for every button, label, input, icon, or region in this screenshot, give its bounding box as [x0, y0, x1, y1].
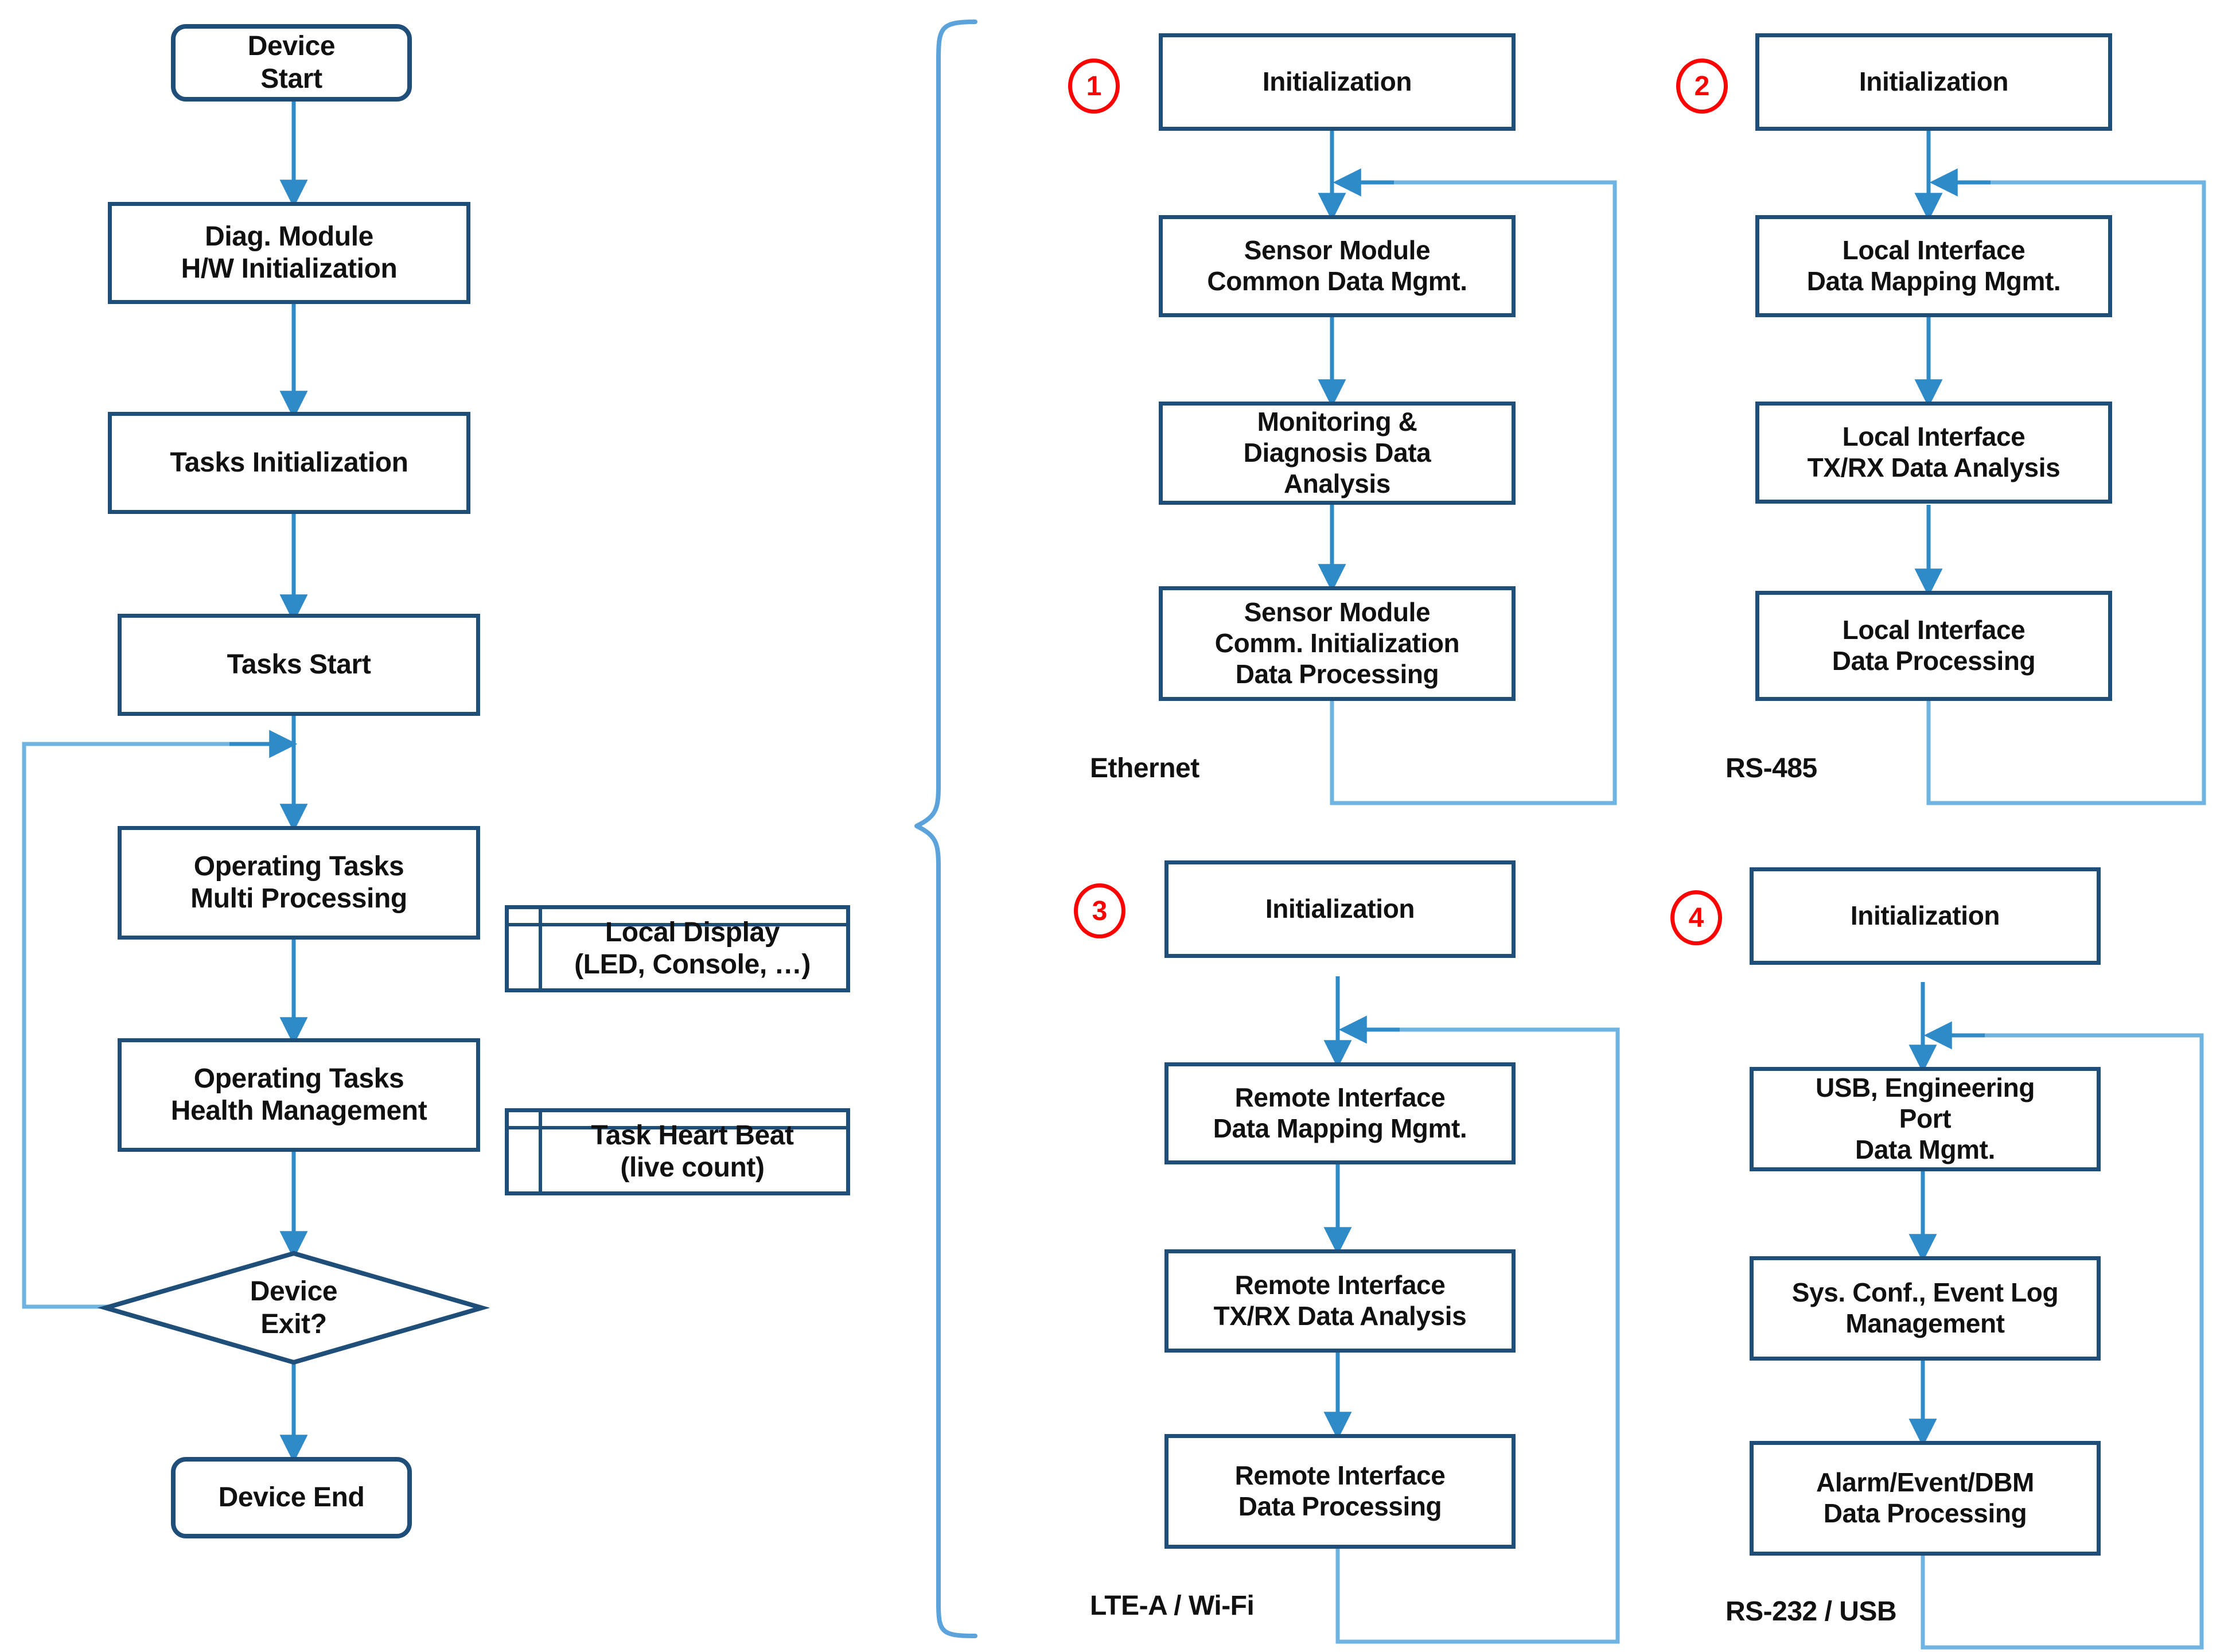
node-device-end[interactable]: Device End — [171, 1457, 412, 1538]
grouping-brace — [914, 20, 977, 1638]
panel-marker-1: 1 — [1068, 59, 1120, 114]
node-tasks-start[interactable]: Tasks Start — [118, 614, 480, 716]
panel2-caption: RS-485 — [1725, 753, 1817, 784]
node-tasks-init-label: Tasks Initialization — [170, 447, 408, 478]
panel3-node-0[interactable]: Initialization — [1164, 860, 1516, 958]
node-device-end-label: Device End — [218, 1482, 365, 1513]
panel-marker-3: 3 — [1074, 883, 1125, 938]
circle-outline-icon — [1676, 59, 1728, 114]
main-feedback-loop — [22, 742, 247, 1309]
panel2-feedback-loop — [1926, 180, 2206, 805]
panel1-caption: Ethernet — [1090, 753, 1199, 784]
panel1-node-0-label: Initialization — [1262, 67, 1412, 97]
panel-marker-2: 2 — [1676, 59, 1728, 114]
node-tasks-init[interactable]: Tasks Initialization — [108, 412, 470, 514]
node-tasks-start-label: Tasks Start — [227, 649, 371, 680]
circle-outline-icon — [1670, 890, 1722, 945]
circle-outline-icon — [1074, 883, 1125, 938]
panel-marker-4: 4 — [1670, 890, 1722, 945]
circle-outline-icon — [1068, 59, 1120, 114]
node-task-heart-beat[interactable]: Task Heart Beat(live count) — [505, 1108, 850, 1195]
panel4-node-0-label: Initialization — [1850, 901, 2000, 931]
panel4-feedback-loop — [1921, 1033, 2204, 1650]
node-local-display[interactable]: Local Display(LED, Console, …) — [505, 905, 850, 992]
panel-marker-2-number: 2 — [1694, 71, 1710, 102]
panel3-node-0-label: Initialization — [1265, 894, 1415, 924]
panel4-caption: RS-232 / USB — [1725, 1596, 1897, 1627]
panel-marker-1-number: 1 — [1086, 71, 1102, 102]
panel-marker-4-number: 4 — [1688, 902, 1704, 933]
panel4-node-0[interactable]: Initialization — [1750, 867, 2101, 965]
device-exit-diamond — [97, 1250, 490, 1365]
node-task-heart-beat-label: Task Heart Beat(live count) — [591, 1120, 794, 1183]
predefined-process-top-rule — [509, 1126, 846, 1129]
panel2-node-0-label: Initialization — [1859, 67, 2009, 97]
node-local-display-label: Local Display(LED, Console, …) — [574, 917, 811, 980]
panel3-caption: LTE-A / Wi-Fi — [1090, 1591, 1255, 1621]
predefined-process-top-rule — [509, 923, 846, 926]
panel2-node-0[interactable]: Initialization — [1755, 33, 2112, 131]
predefined-process-bar-left — [509, 909, 542, 988]
panel1-feedback-loop — [1330, 180, 1617, 805]
predefined-process-bar-left — [509, 1112, 542, 1191]
panel-marker-3-number: 3 — [1092, 895, 1108, 926]
panel3-feedback-loop — [1335, 1027, 1620, 1644]
panel1-node-0[interactable]: Initialization — [1159, 33, 1516, 131]
